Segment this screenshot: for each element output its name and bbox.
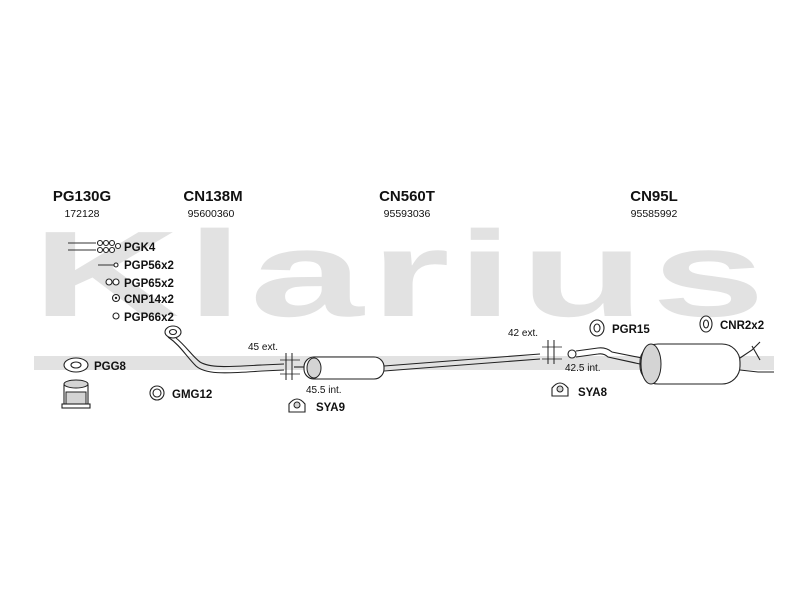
section-number: 95593036 xyxy=(384,208,431,220)
clip-icon xyxy=(112,312,120,320)
fitting-label: CNP14x2 xyxy=(124,294,174,306)
gasket-icon xyxy=(63,357,89,373)
washer-icon xyxy=(111,293,121,303)
section-code: CN138M xyxy=(183,188,242,205)
fitting-label: PGG8 xyxy=(94,361,127,373)
nut-icon xyxy=(105,278,120,286)
section-number: 95600360 xyxy=(188,208,235,220)
fitting-pgp65x2: PGP65x2 xyxy=(105,278,174,290)
dimension-int: 45.5 int. xyxy=(306,385,342,396)
fitting-cnp14x2: CNP14x2 xyxy=(111,293,174,306)
fitting-label: SYA9 xyxy=(316,402,345,414)
section-pg130g: PG130G 172128 xyxy=(53,188,111,220)
mounting-block-icon xyxy=(61,379,91,409)
joint-2: 42 ext. 42.5 int. xyxy=(508,328,601,374)
fitting-sya8: SYA8 xyxy=(551,382,608,399)
fitting-sya9: SYA9 xyxy=(288,398,345,414)
bolt-set-icon xyxy=(68,239,122,254)
fitting-pgp56x2: PGP56x2 xyxy=(98,260,174,272)
section-cn560t: CN560T 95593036 xyxy=(379,188,435,220)
fitting-label: PGP65x2 xyxy=(124,278,174,290)
fitting-label: PGR15 xyxy=(612,324,650,336)
rubber-ring-icon xyxy=(699,315,713,333)
fitting-label: SYA8 xyxy=(578,387,608,399)
fitting-cnr2x2: CNR2x2 xyxy=(699,315,764,333)
fitting-pgr15: PGR15 xyxy=(589,319,650,337)
section-number: 95585992 xyxy=(631,208,678,220)
fitting-pgp66x2: PGP66x2 xyxy=(112,312,174,324)
fitting-label: PGK4 xyxy=(124,242,156,254)
rear-silencer xyxy=(567,341,774,385)
fitting-gmg12: GMG12 xyxy=(149,385,212,401)
front-pipe xyxy=(164,325,285,374)
watermark-text: Klarius xyxy=(32,206,772,342)
fitting-label: CNR2x2 xyxy=(720,320,764,332)
dimension-int: 42.5 int. xyxy=(565,363,601,374)
dimension-ext: 42 ext. xyxy=(508,328,538,339)
fitting-pgg8: PGG8 xyxy=(63,357,127,373)
ring-icon xyxy=(149,385,165,401)
section-code: CN95L xyxy=(630,188,678,205)
joint-1: 45 ext. 45.5 int. xyxy=(248,342,342,396)
fitting-label: PGP66x2 xyxy=(124,312,174,324)
fitting-pgk4: PGK4 xyxy=(68,239,156,254)
bolt-icon xyxy=(98,262,119,268)
section-cn95l: CN95L 95585992 xyxy=(630,188,678,220)
rubber-hanger-icon xyxy=(551,382,569,397)
rubber-hanger-icon xyxy=(288,398,306,413)
center-silencer xyxy=(294,353,541,380)
section-code: CN560T xyxy=(379,188,435,205)
dimension-ext: 45 ext. xyxy=(248,342,278,353)
section-code: PG130G xyxy=(53,188,111,205)
fitting-label: GMG12 xyxy=(172,389,212,401)
fitting-label: PGP56x2 xyxy=(124,260,174,272)
rubber-ring-icon xyxy=(589,319,605,337)
section-cn138m: CN138M 95600360 xyxy=(183,188,242,220)
section-number: 172128 xyxy=(64,208,99,220)
